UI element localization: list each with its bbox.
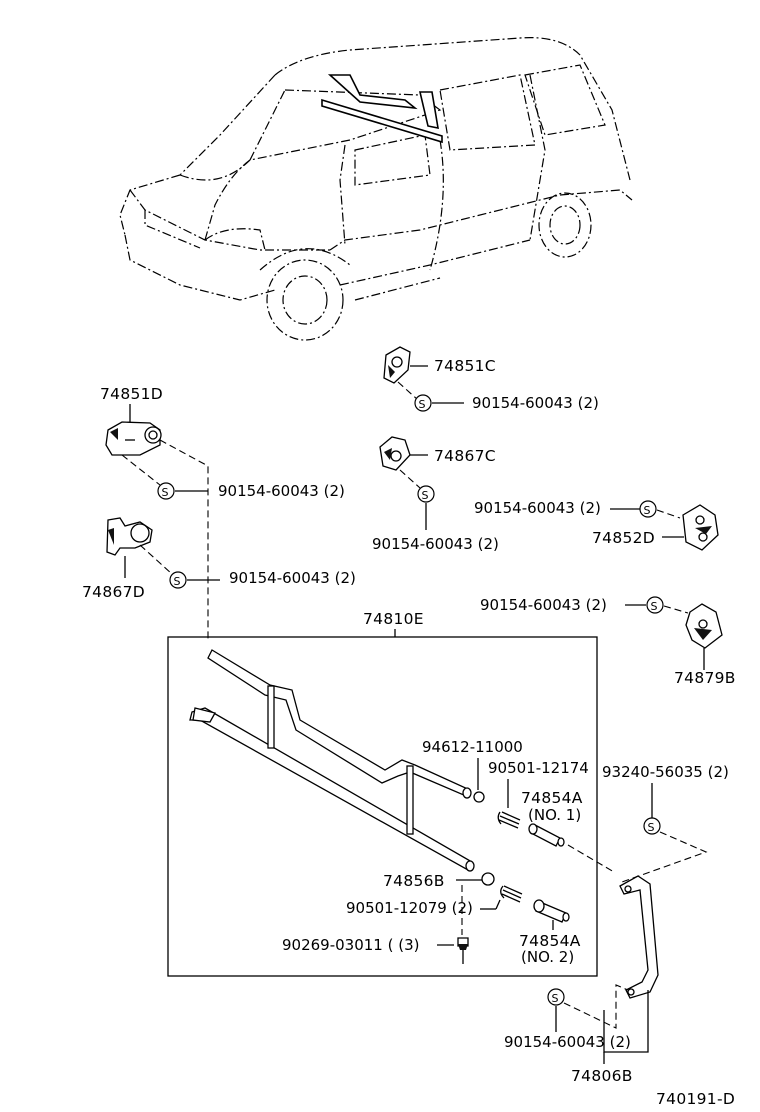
label-74854A-no2-sub: (NO. 2) <box>521 948 574 966</box>
label-74854A-no1: 74854A <box>521 789 583 807</box>
label-90269-03011: 90269-03011 ( (3) <box>282 936 419 954</box>
screw-symbol-icon <box>547 988 565 1006</box>
label-screw-74851D: 90154-60043 (2) <box>218 482 345 500</box>
part-74851C[interactable]: 74851C <box>383 346 496 384</box>
svg-text:S: S <box>162 486 169 499</box>
screw-symbol-icon <box>414 394 432 412</box>
part-74806B[interactable]: 74806B <box>571 875 659 1085</box>
screw-symbol-icon <box>417 485 435 503</box>
part-74867C[interactable]: 74867C <box>379 436 496 471</box>
assembly-frame <box>167 636 598 977</box>
part-74856B[interactable]: 74856B <box>383 872 495 935</box>
screw-74867D[interactable]: S 90154-60043 (2) <box>139 544 356 589</box>
label-90501-12174: 90501-12174 <box>488 759 589 777</box>
label-74854A-no1-sub: (NO. 1) <box>528 806 581 824</box>
label-94612-11000: 94612-11000 <box>422 738 523 756</box>
screw-74851D-upper[interactable]: S 90154-60043 (2) <box>121 439 345 640</box>
screw-74879B[interactable]: 90154-60043 (2) S <box>480 596 689 614</box>
label-74854A-no2: 74854A <box>519 932 581 950</box>
label-screw-74879B: 90154-60043 (2) <box>480 596 607 614</box>
label-93240-56035: 93240-56035 (2) <box>602 763 729 781</box>
label-74806B: 74806B <box>571 1067 633 1085</box>
label-74852D: 74852D <box>592 529 655 547</box>
part-74854A-no1[interactable]: 74854A (NO. 1) <box>521 789 583 847</box>
svg-text:S: S <box>552 992 559 1005</box>
label-74810E: 74810E <box>363 610 424 628</box>
label-74856B: 74856B <box>383 872 445 890</box>
svg-text:S: S <box>422 489 429 502</box>
part-74854A-no2[interactable]: 74854A (NO. 2) <box>519 899 581 966</box>
screw-74806B[interactable]: S 90154-60043 (2) <box>504 984 631 1051</box>
van-illustration <box>119 37 633 341</box>
screw-74852D[interactable]: 90154-60043 (2) S <box>474 499 681 519</box>
label-74867C: 74867C <box>434 447 496 465</box>
part-94612-11000[interactable]: 94612-11000 <box>422 738 523 803</box>
diagram-reference-code: 740191-D <box>656 1090 735 1108</box>
label-74867D: 74867D <box>82 583 145 601</box>
screw-symbol-icon <box>169 571 187 589</box>
part-74879B[interactable]: 74879B <box>674 603 736 687</box>
screw-74867C[interactable]: S 90154-60043 (2) <box>372 469 499 553</box>
label-screw-74867C: 90154-60043 (2) <box>372 535 499 553</box>
svg-text:S: S <box>419 398 426 411</box>
screw-symbol-icon <box>639 500 657 518</box>
part-74867D[interactable]: 74867D <box>82 517 153 601</box>
svg-text:S: S <box>174 575 181 588</box>
label-screw-74806B: 90154-60043 (2) <box>504 1033 631 1051</box>
part-90501-12079[interactable]: 90501-12079 (2) <box>346 885 523 917</box>
label-screw-74852D: 90154-60043 (2) <box>474 499 601 517</box>
label-screw-74867D: 90154-60043 (2) <box>229 569 356 587</box>
part-93240-56035[interactable]: 93240-56035 (2) S <box>567 763 729 883</box>
part-90269-03011[interactable]: 90269-03011 ( (3) <box>282 936 469 964</box>
screw-74851C[interactable]: S 90154-60043 (2) <box>397 381 599 412</box>
svg-text:S: S <box>644 504 651 517</box>
assembly-74810E: 74810E <box>167 610 598 977</box>
label-74851D: 74851D <box>100 385 163 403</box>
label-74851C: 74851C <box>434 357 496 375</box>
label-74879B: 74879B <box>674 669 736 687</box>
screw-symbol-icon <box>157 482 175 500</box>
screw-symbol-icon <box>646 596 664 614</box>
screw-symbol-icon <box>643 817 661 835</box>
part-74851D[interactable]: 74851D <box>100 385 163 456</box>
part-74852D[interactable]: 74852D <box>592 504 719 551</box>
label-90501-12079: 90501-12079 (2) <box>346 899 473 917</box>
svg-text:S: S <box>648 821 655 834</box>
label-screw-74851C: 90154-60043 (2) <box>472 394 599 412</box>
seat-track-tubes[interactable] <box>189 649 475 872</box>
part-90501-12174[interactable]: 90501-12174 <box>488 759 589 829</box>
svg-text:S: S <box>651 600 658 613</box>
